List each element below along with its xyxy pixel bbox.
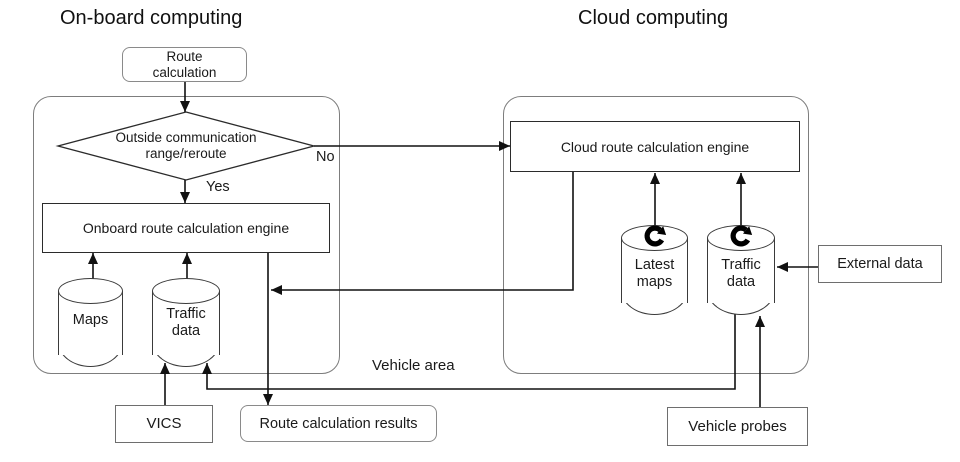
- decision-diamond-shape: [55, 111, 317, 181]
- onboard-engine-node: Onboard route calculation engine: [42, 203, 330, 253]
- onboard-computing-title: On-board computing: [60, 7, 243, 29]
- cloud-traffic-datastore: Traffic data: [707, 225, 775, 315]
- maps-label: Maps: [72, 312, 109, 328]
- cloud-engine-node: Cloud route calculation engine: [510, 121, 800, 172]
- decision-text: Outside communication range/reroute: [115, 130, 257, 161]
- onboard-traffic-datastore: Traffic data: [152, 278, 220, 367]
- cylinder-top: [58, 278, 123, 304]
- onboard-area-container: [33, 96, 340, 374]
- arrow-cloudengine-to-results-line: [271, 172, 574, 295]
- latest-maps-label: Latest maps: [634, 257, 675, 290]
- external-data-node: External data: [818, 245, 942, 283]
- cloud-area-container: [503, 96, 809, 374]
- vehicle-probes-node: Vehicle probes: [667, 407, 808, 446]
- cloud-computing-title: Cloud computing: [578, 7, 729, 29]
- route-results-node: Route calculation results: [240, 405, 437, 442]
- route-calculation-node: Route calculation: [122, 47, 247, 82]
- onboard-traffic-label: Traffic data: [166, 306, 206, 339]
- refresh-icon: [730, 225, 753, 247]
- cylinder-top: [152, 278, 220, 304]
- no-label: No: [316, 149, 335, 165]
- latest-maps-datastore: Latest maps: [621, 225, 688, 315]
- maps-datastore: Maps: [58, 278, 123, 367]
- vics-node: VICS: [115, 405, 213, 443]
- arrow-cloudtraffic-to-onboardtraffic: [202, 313, 736, 390]
- yes-label: Yes: [206, 179, 230, 195]
- refresh-icon: [644, 225, 666, 247]
- vehicle-area-label: Vehicle area: [372, 357, 455, 374]
- cloud-traffic-label: Traffic data: [721, 257, 761, 290]
